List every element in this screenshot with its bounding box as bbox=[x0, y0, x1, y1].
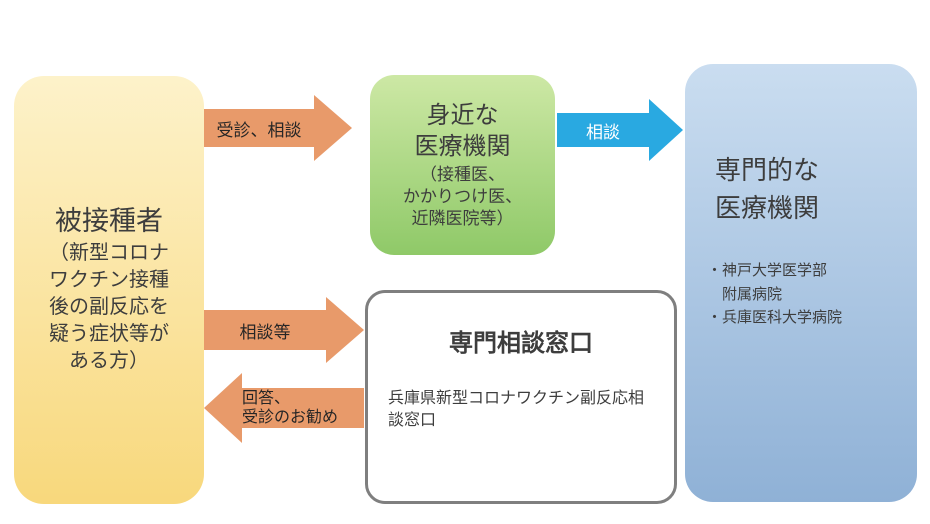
arrow-consult-etc: 相談等 bbox=[204, 294, 364, 366]
consultation-desk-subtitle: 兵庫県新型コロナワクチン副反応相談窓口 bbox=[388, 390, 645, 430]
specialized-medical-title: 専門的な 医療機関 bbox=[715, 155, 820, 223]
arrow-reply-label: 回答、 受診のお勧め bbox=[242, 389, 339, 426]
arrow-head-right-icon bbox=[649, 99, 683, 161]
recipient-box: 被接種者 （新型コロナ ワクチン接種 後の副反応を 疑う症状等が ある方） bbox=[14, 76, 204, 504]
arrow-shaft: 相談等 bbox=[204, 310, 326, 350]
arrow-consult-etc-label: 相談等 bbox=[239, 322, 291, 342]
arrow-visit-consult: 受診、相談 bbox=[204, 95, 352, 161]
arrow-shaft: 相談 bbox=[557, 113, 649, 147]
recipient-title: 被接種者 bbox=[55, 205, 163, 236]
nearby-medical-subtitle: （接種医、 かかりつけ医、 近隣医院等） bbox=[402, 165, 523, 229]
arrow-consult: 相談 bbox=[557, 99, 683, 161]
arrow-head-right-icon bbox=[326, 297, 364, 363]
specialized-medical-hospital-list: ・神戸大学医学部 附属病院 ・兵庫医科大学病院 bbox=[707, 262, 843, 326]
arrow-consult-label: 相談 bbox=[586, 122, 620, 142]
consultation-desk-title: 専門相談窓口 bbox=[449, 330, 593, 357]
arrow-reply: 回答、 受診のお勧め bbox=[204, 372, 364, 444]
arrow-shaft: 受診、相談 bbox=[204, 109, 314, 147]
recipient-subtitle: （新型コロナ ワクチン接種 後の副反応を 疑う症状等が ある方） bbox=[49, 242, 169, 373]
specialized-medical-box: 専門的な 医療機関 ・神戸大学医学部 附属病院 ・兵庫医科大学病院 bbox=[685, 64, 917, 502]
nearby-medical-box: 身近な 医療機関 （接種医、 かかりつけ医、 近隣医院等） bbox=[370, 75, 555, 255]
arrow-shaft: 回答、 受診のお勧め bbox=[242, 388, 364, 428]
consultation-desk-box: 専門相談窓口 兵庫県新型コロナワクチン副反応相談窓口 bbox=[365, 290, 677, 504]
arrow-head-left-icon bbox=[204, 373, 242, 443]
arrow-head-right-icon bbox=[314, 95, 352, 161]
arrow-visit-consult-label: 受診、相談 bbox=[216, 120, 302, 140]
nearby-medical-title: 身近な 医療機関 bbox=[414, 101, 511, 160]
